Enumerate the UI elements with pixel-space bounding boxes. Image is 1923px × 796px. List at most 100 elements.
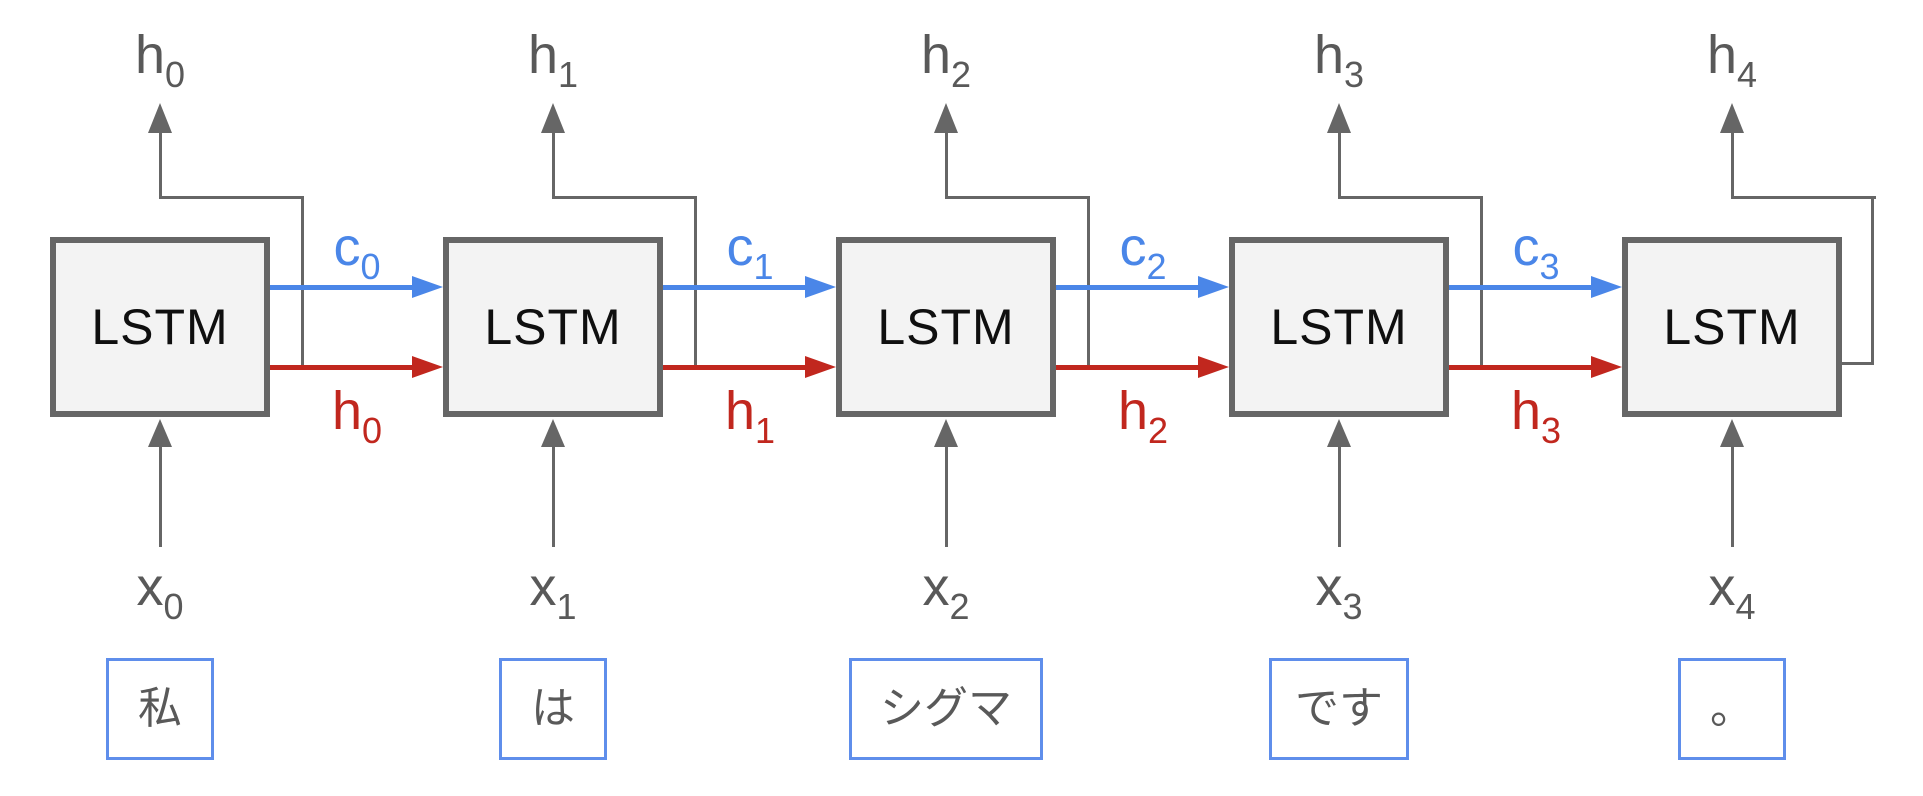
output-wire-branch — [693, 196, 697, 370]
output-label-base: h — [1706, 25, 1737, 85]
hidden-state-arrow-line — [1449, 365, 1592, 370]
input-wire — [1730, 445, 1734, 547]
output-wire-branch — [1086, 196, 1090, 370]
output-label-sub: 2 — [951, 54, 972, 95]
output-wire-branch — [300, 196, 304, 370]
output-arrowhead-icon — [1327, 103, 1351, 133]
input-label-x0: x0 — [80, 557, 240, 625]
lstm-box: LSTM — [836, 237, 1056, 417]
hidden-state-label-sub: 2 — [1148, 410, 1169, 451]
output-label-sub: 1 — [558, 54, 579, 95]
hidden-state-label-h3: h3 — [1476, 381, 1596, 449]
hidden-state-arrow-line — [663, 365, 806, 370]
token-text: 。 — [1710, 684, 1754, 733]
output-wire-elbow — [552, 196, 697, 199]
output-label-base: h — [527, 25, 558, 85]
token-box: シグマ — [849, 658, 1043, 760]
lstm-box-label: LSTM — [91, 299, 229, 355]
input-arrowhead-icon — [148, 419, 172, 447]
cell-state-arrow-line — [1449, 285, 1592, 290]
hidden-state-arrowhead-icon — [1591, 356, 1622, 378]
output-arrowhead-icon — [934, 103, 958, 133]
output-wire-branch — [1479, 196, 1483, 370]
output-label-h0: h0 — [80, 25, 240, 93]
hidden-state-arrow-line — [270, 365, 413, 370]
output-wire — [1730, 131, 1734, 198]
lstm-box-label: LSTM — [877, 299, 1015, 355]
cell-state-label-c1: c1 — [690, 220, 810, 285]
hidden-state-label-base: h — [724, 381, 755, 441]
cell-state-arrowhead-icon — [412, 276, 443, 298]
output-label-h1: h1 — [473, 25, 633, 93]
cell-state-label-c3: c3 — [1476, 217, 1596, 285]
input-label-base: x — [1708, 557, 1736, 617]
lstm-box-label: LSTM — [484, 299, 622, 355]
lstm-box: LSTM — [1622, 237, 1842, 417]
input-label-sub: 2 — [949, 586, 970, 627]
input-label-base: x — [1315, 557, 1343, 617]
output-arrowhead-icon — [148, 103, 172, 133]
input-label-sub: 4 — [1735, 586, 1756, 627]
hidden-state-label-h0: h0 — [297, 381, 417, 449]
output-wire-elbow — [1731, 196, 1876, 199]
lstm-box-label: LSTM — [1270, 299, 1408, 355]
output-wire — [158, 131, 162, 198]
cell-state-arrowhead-icon — [1591, 276, 1622, 298]
cell-state-label-base: c — [1119, 217, 1147, 277]
output-label-h3: h3 — [1259, 28, 1419, 93]
hidden-state-label-h2: h2 — [1083, 381, 1203, 449]
hidden-state-label-base: h — [1510, 381, 1541, 441]
output-label-base: h — [134, 25, 165, 85]
output-label-h2: h2 — [866, 25, 1026, 93]
input-label-x3: x3 — [1259, 557, 1419, 625]
output-label-base: h — [920, 25, 951, 85]
lstm-box: LSTM — [1229, 237, 1449, 417]
cell-state-label-base: c — [1512, 217, 1540, 277]
token-text: シグマ — [880, 684, 1012, 733]
input-wire — [551, 445, 555, 547]
input-label-sub: 0 — [163, 586, 184, 627]
hidden-state-label-base: h — [1117, 381, 1148, 441]
hidden-state-label-base: h — [331, 381, 362, 441]
output-label-h4: h4 — [1652, 25, 1812, 93]
output-wire — [551, 131, 555, 198]
output-wire-elbow — [945, 196, 1090, 199]
input-wire — [158, 445, 162, 547]
cell-state-label-sub: 1 — [753, 246, 774, 287]
input-label-x2: x2 — [866, 557, 1026, 625]
output-wire-elbow — [1338, 196, 1483, 199]
input-label-base: x — [136, 557, 164, 617]
input-arrowhead-icon — [1327, 419, 1351, 447]
cell-state-label-base: c — [333, 217, 361, 277]
cell-state-arrow-line — [663, 285, 806, 290]
hidden-state-arrowhead-icon — [805, 356, 836, 378]
hidden-state-label-h1: h1 — [690, 381, 810, 449]
token-box: 。 — [1678, 658, 1786, 760]
output-label-sub: 0 — [165, 54, 186, 95]
output-wire-branch — [1870, 196, 1874, 365]
token-box: は — [499, 658, 607, 760]
input-arrowhead-icon — [541, 419, 565, 447]
input-label-sub: 3 — [1342, 586, 1363, 627]
output-label-sub: 4 — [1737, 54, 1758, 95]
cell-state-arrowhead-icon — [1198, 276, 1229, 298]
token-box: です — [1269, 658, 1409, 760]
hidden-state-arrowhead-icon — [412, 356, 443, 378]
output-wire — [1337, 131, 1341, 198]
cell-state-label-sub: 2 — [1146, 246, 1167, 287]
input-label-base: x — [922, 557, 950, 617]
input-label-x1: x1 — [473, 560, 633, 625]
lstm-box: LSTM — [50, 237, 270, 417]
lstm-box-label: LSTM — [1663, 299, 1801, 355]
hidden-state-label-sub: 0 — [362, 410, 383, 451]
input-arrowhead-icon — [1720, 419, 1744, 447]
input-wire — [944, 445, 948, 547]
cell-state-arrowhead-icon — [805, 276, 836, 298]
cell-state-arrow-line — [270, 285, 413, 290]
output-label-sub: 3 — [1344, 54, 1365, 95]
hidden-state-label-sub: 3 — [1541, 410, 1562, 451]
token-text: です — [1295, 684, 1383, 733]
cell-state-label-c0: c0 — [297, 217, 417, 285]
input-label-x4: x4 — [1652, 557, 1812, 625]
